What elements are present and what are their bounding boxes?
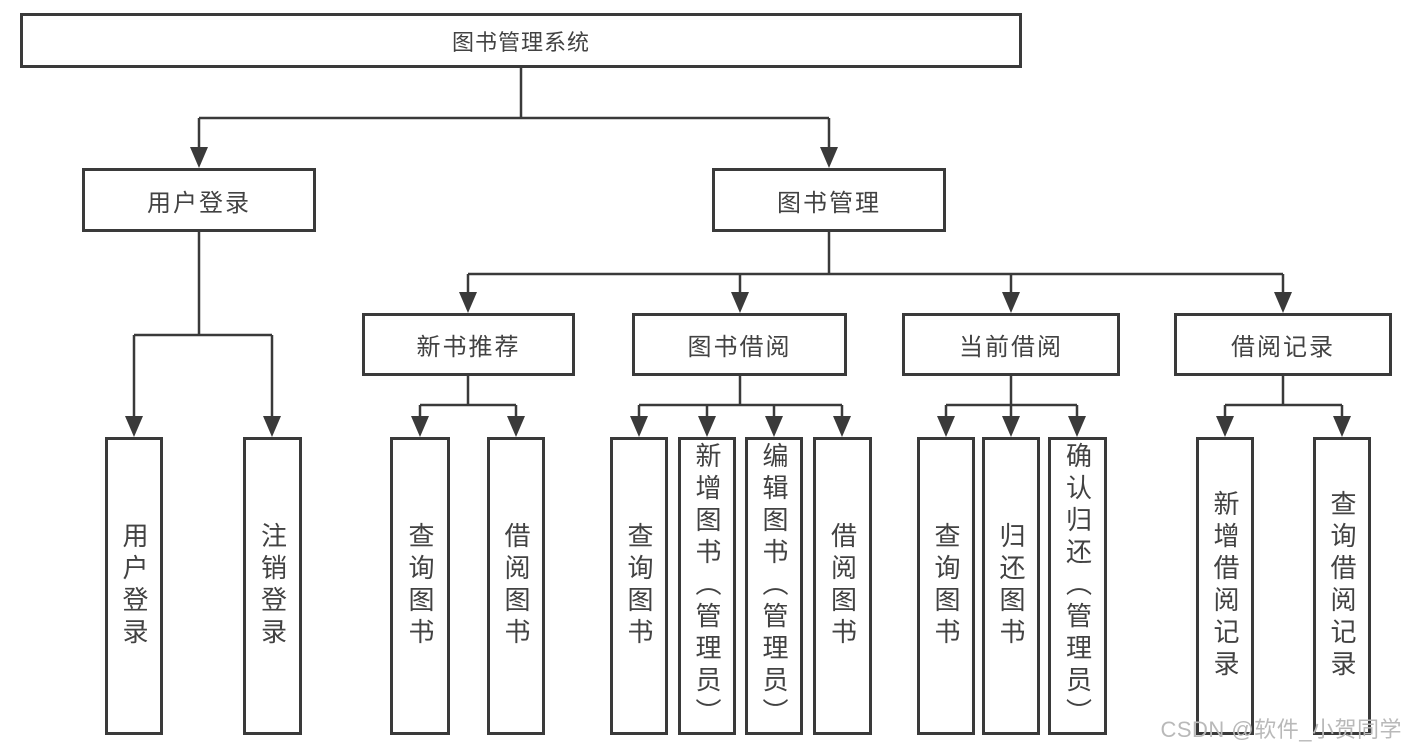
leaf-add-borrow-record: 新增借阅记录 <box>1196 437 1254 735</box>
node-book-borrowing: 图书借阅 <box>632 313 847 376</box>
node-label: 新书推荐 <box>416 334 521 361</box>
node-label: 图书管理 <box>777 189 881 217</box>
node-book-management: 图书管理 <box>712 168 946 232</box>
node-label: 图书管理系统 <box>451 29 590 55</box>
connector-path <box>132 68 1344 420</box>
leaf-query-books-recommend: 查询图书 <box>390 437 450 735</box>
node-label: 用户登录 <box>147 189 251 217</box>
leaf-query-borrow-record: 查询借阅记录 <box>1313 437 1371 735</box>
node-label: 查询借阅记录 <box>1327 490 1357 682</box>
node-borrowing-records: 借阅记录 <box>1174 313 1392 376</box>
node-label: 借阅图书 <box>827 522 858 650</box>
node-current-borrowing: 当前借阅 <box>902 313 1120 376</box>
node-label: 查询图书 <box>624 522 654 650</box>
node-label: 借阅记录 <box>1231 334 1335 361</box>
node-user-login: 用户登录 <box>82 168 316 232</box>
leaf-borrow-books-recommend: 借阅图书 <box>487 437 545 735</box>
leaf-user-login: 用户登录 <box>105 437 163 735</box>
node-label: 查询图书 <box>931 522 961 650</box>
node-label: 归还图书 <box>996 522 1026 650</box>
node-label: 当前借阅 <box>959 334 1063 361</box>
node-root: 图书管理系统 <box>20 13 1022 68</box>
leaf-query-books-borrowing: 查询图书 <box>610 437 668 735</box>
node-label: 查询图书 <box>405 522 435 650</box>
node-label: 新增借阅记录 <box>1210 490 1240 682</box>
leaf-query-books-current: 查询图书 <box>917 437 975 735</box>
node-label: 图书借阅 <box>687 334 792 361</box>
node-label: 编辑图书（管理员） <box>759 442 789 730</box>
leaf-logout-login: 注销登录 <box>243 437 302 735</box>
leaf-add-books-admin: 新增图书（管理员） <box>678 437 736 735</box>
node-label: 新增图书（管理员） <box>692 442 722 730</box>
leaf-return-books: 归还图书 <box>982 437 1040 735</box>
leaf-edit-books-admin: 编辑图书（管理员） <box>745 437 803 735</box>
leaf-confirm-return-admin: 确认归还（管理员） <box>1048 437 1107 735</box>
leaf-borrow-books-borrowing: 借阅图书 <box>813 437 872 735</box>
node-label: 注销登录 <box>257 522 288 650</box>
arrow-down-icons <box>125 147 1351 437</box>
node-new-book-recommendation: 新书推荐 <box>362 313 575 376</box>
watermark: CSDN @软件_小贺同学 <box>1160 717 1402 742</box>
node-label: 用户登录 <box>119 522 149 650</box>
node-label: 确认归还（管理员） <box>1062 442 1093 730</box>
node-label: 借阅图书 <box>501 522 531 650</box>
